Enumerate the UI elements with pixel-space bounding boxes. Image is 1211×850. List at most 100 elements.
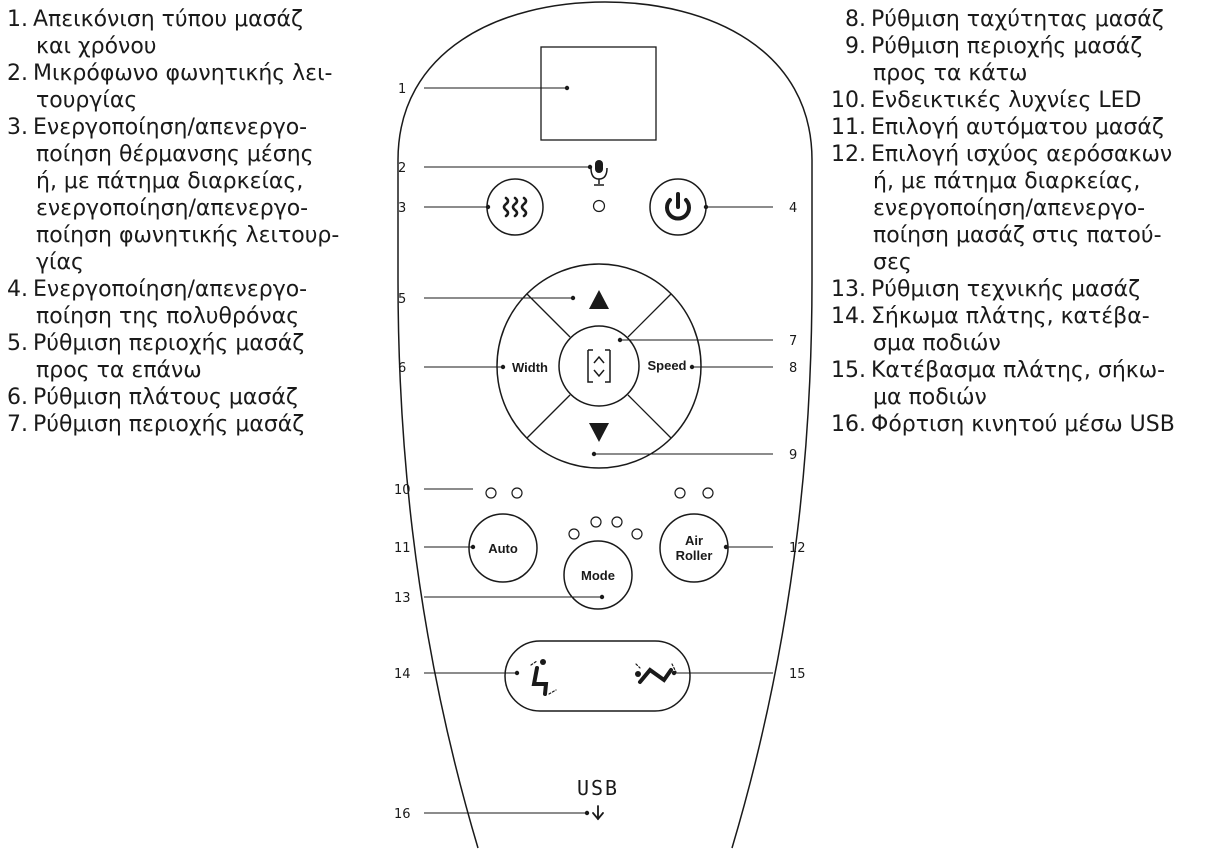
callout-lines [424, 87, 773, 814]
legend-line: Ρύθμιση περιοχής μασάζ [33, 331, 305, 356]
heat-icon [502, 196, 528, 218]
callout-1: 1 [398, 82, 406, 97]
legend-item: 16.Φόρτιση κινητού μέσω USB [830, 411, 1175, 438]
legend-line: ενεργοποίηση/απενεργο- [873, 196, 1146, 221]
legend-number: 9. [845, 34, 866, 59]
legend-line: ποίηση μασάζ στις πατού- [873, 223, 1162, 248]
callout-5: 5 [398, 292, 406, 307]
remote-body-outline [397, 1, 813, 849]
legend-line: ποίηση φωνητικής λειτουρ- [36, 223, 340, 248]
legend-line: σμα ποδιών [873, 331, 1001, 356]
callout-12: 12 [789, 541, 806, 556]
legend-item: 7.Ρύθμιση περιοχής μασάζ [6, 411, 304, 438]
legend-item: 8.Ρύθμιση ταχύτητας μασάζ [830, 6, 1164, 33]
display-screen [540, 46, 657, 141]
auto-button[interactable]: Auto [468, 513, 538, 583]
callout-8: 8 [789, 361, 797, 376]
legend-item: 2.Μικρόφωνο φωνητικής λει-τουργίας [6, 60, 332, 114]
callout-15: 15 [789, 667, 806, 682]
roller-label: Roller [676, 548, 713, 563]
power-button[interactable] [649, 178, 707, 236]
recline-back-down-icon[interactable] [635, 663, 677, 684]
usb-arrow-icon [592, 805, 604, 821]
speed-label[interactable]: Speed [647, 358, 686, 373]
legend-number: 6. [7, 385, 28, 410]
legend-line: ή, με πάτημα διαρκείας, [873, 169, 1141, 194]
legend-line: Ενεργοποίηση/απενεργο- [33, 115, 308, 140]
area-button[interactable] [558, 325, 640, 407]
legend-number: 5. [7, 331, 28, 356]
callout-14: 14 [394, 667, 411, 682]
legend-number: 7. [7, 412, 28, 437]
recline-back-up-icon[interactable] [530, 659, 557, 696]
callout-13: 13 [394, 591, 411, 606]
recline-buttons [504, 640, 691, 712]
legend-number: 15. [831, 358, 866, 383]
callout-4: 4 [789, 201, 797, 216]
arrow-up-icon[interactable] [589, 290, 609, 309]
legend-number: 3. [7, 115, 28, 140]
auto-label: Auto [488, 541, 518, 556]
legend-line: και χρόνου [36, 34, 157, 59]
legend-number: 1. [7, 7, 28, 32]
led-indicators [485, 487, 714, 540]
legend-line: Ενεργοποίηση/απενεργο- [33, 277, 308, 302]
callout-11: 11 [394, 541, 411, 556]
legend-number: 10. [831, 88, 866, 113]
callout-3: 3 [398, 201, 406, 216]
air-roller-button[interactable]: Air Roller [659, 513, 729, 583]
callout-9: 9 [789, 448, 797, 463]
legend-line: Κατέβασμα πλάτης, σήκω- [871, 358, 1166, 383]
air-label: Air [685, 533, 703, 548]
legend-line: προς τα επάνω [36, 358, 202, 383]
legend-number: 14. [831, 304, 866, 329]
legend-line: τουργίας [36, 88, 138, 113]
legend-line: Μικρόφωνο φωνητικής λει- [33, 61, 333, 86]
legend-line: Επιλογή αυτόματου μασάζ [871, 115, 1164, 140]
legend-number: 16. [831, 412, 866, 437]
callout-10: 10 [394, 483, 411, 498]
legend-number: 2. [7, 61, 28, 86]
legend-line: σες [873, 250, 912, 275]
legend-line: Ρύθμιση ταχύτητας μασάζ [871, 7, 1164, 32]
legend-line: Σήκωμα πλάτης, κατέβα- [871, 304, 1150, 329]
legend-number: 11. [831, 115, 866, 140]
mode-button[interactable]: Mode [563, 540, 633, 610]
legend-number: 8. [845, 7, 866, 32]
legend-line: Ρύθμιση περιοχής μασάζ [871, 34, 1143, 59]
legend-line: Ενδεικτικές λυχνίες LED [871, 88, 1142, 113]
legend-line: Απεικόνιση τύπου μασάζ [33, 7, 303, 32]
width-label[interactable]: Width [512, 360, 548, 375]
legend-item: 6.Ρύθμιση πλάτους μασάζ [6, 384, 298, 411]
legend-line: Ρύθμιση περιοχής μασάζ [33, 412, 305, 437]
area-icon [587, 349, 611, 383]
arrow-down-icon[interactable] [589, 423, 609, 442]
usb-label: USB [577, 776, 619, 800]
legend-line: ποίηση της πολυθρόνας [36, 304, 300, 329]
legend-number: 4. [7, 277, 28, 302]
direction-pad: Width Speed [496, 263, 702, 469]
callout-7: 7 [789, 334, 797, 349]
legend-item: 14.Σήκωμα πλάτης, κατέβα-σμα ποδιών [830, 303, 1150, 357]
callout-16: 16 [394, 807, 411, 822]
mode-label: Mode [581, 568, 615, 583]
legend-item: 4.Ενεργοποίηση/απενεργο-ποίηση της πολυθ… [6, 276, 307, 330]
legend-line: ποίηση θέρμανσης μέσης [36, 142, 314, 167]
legend-item: 10.Ενδεικτικές λυχνίες LED [830, 87, 1142, 114]
legend-line: γίας [36, 250, 84, 275]
power-icon [665, 192, 691, 221]
legend-item: 11.Επιλογή αυτόματου μασάζ [830, 114, 1164, 141]
callout-dots [470, 85, 729, 816]
legend-item: 13.Ρύθμιση τεχνικής μασάζ [830, 276, 1140, 303]
legend-line: προς τα κάτω [873, 61, 1028, 86]
legend-item: 3.Ενεργοποίηση/απενεργο-ποίηση θέρμανσης… [6, 114, 339, 276]
heat-button[interactable] [486, 178, 544, 236]
legend-line: Ρύθμιση τεχνικής μασάζ [871, 277, 1141, 302]
legend-item: 15.Κατέβασμα πλάτης, σήκω-μα ποδιών [830, 357, 1165, 411]
legend-number: 13. [831, 277, 866, 302]
